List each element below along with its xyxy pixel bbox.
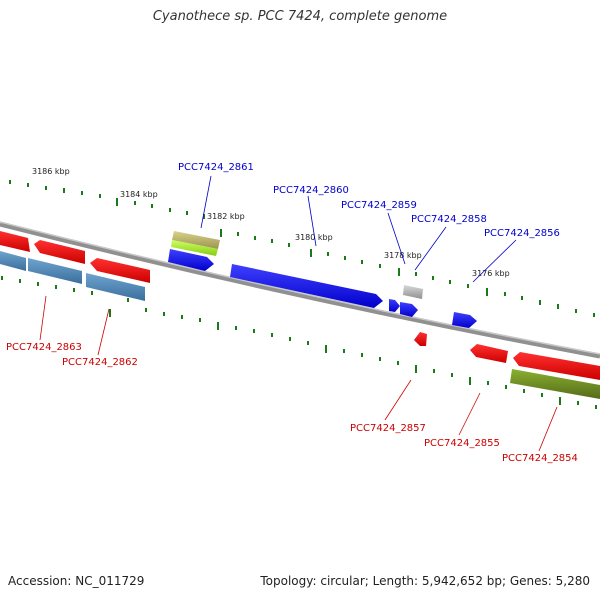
scale-label: 3182 kbp xyxy=(207,212,245,221)
reverse-strand-genes xyxy=(0,231,150,301)
scale-label: 3178 kbp xyxy=(384,251,422,260)
gene-label-2863[interactable]: PCC7424_2863 xyxy=(6,342,82,353)
gene-label-2854[interactable]: PCC7424_2854 xyxy=(502,453,578,464)
gene-arrow-blue[interactable] xyxy=(400,302,418,317)
gene-arrow-blue[interactable] xyxy=(168,249,214,271)
gene-arrow-grey[interactable] xyxy=(403,285,423,299)
inner-scale-ticks xyxy=(1,276,597,409)
gene-arrow-blue[interactable] xyxy=(452,312,477,328)
gene-arrow-lime[interactable] xyxy=(171,240,218,256)
page-title: Cyanothece sp. PCC 7424, complete genome xyxy=(152,9,448,24)
reverse-callout-lines xyxy=(39,295,558,452)
outer-scale-ticks xyxy=(9,180,595,317)
gene-label-2861[interactable]: PCC7424_2861 xyxy=(178,162,254,173)
gene-label-2858[interactable]: PCC7424_2858 xyxy=(411,214,487,225)
gene-arrow-khaki[interactable] xyxy=(172,231,220,249)
forward-callout-lines xyxy=(200,175,517,283)
gene-arrow-olive[interactable] xyxy=(510,369,600,399)
gene-arrow-red[interactable] xyxy=(513,352,600,380)
scale-labels: 3186 kbp 3184 kbp 3182 kbp 3180 kbp 3178… xyxy=(32,167,510,278)
reverse-strand-genes-right xyxy=(414,332,600,399)
gene-arrow-steel[interactable] xyxy=(0,251,26,271)
gene-arrow-steel[interactable] xyxy=(86,273,145,301)
gene-arrow-blue[interactable] xyxy=(389,299,400,312)
gene-label-2856[interactable]: PCC7424_2856 xyxy=(484,228,560,239)
genome-backbone xyxy=(0,221,600,359)
gene-arrow-blue[interactable] xyxy=(230,264,383,308)
gene-label-2860[interactable]: PCC7424_2860 xyxy=(273,185,349,196)
genome-backbone-highlight xyxy=(0,221,600,355)
gene-label-2855[interactable]: PCC7424_2855 xyxy=(424,438,500,449)
accession-text: Accession: NC_011729 xyxy=(8,574,145,588)
gene-label-2862[interactable]: PCC7424_2862 xyxy=(62,357,138,368)
gene-arrow-red[interactable] xyxy=(90,258,150,283)
gene-label-2857[interactable]: PCC7424_2857 xyxy=(350,423,426,434)
reverse-gene-labels: PCC7424_2863 PCC7424_2862 PCC7424_2857 P… xyxy=(6,342,578,464)
scale-label: 3186 kbp xyxy=(32,167,70,176)
forward-strand-genes xyxy=(168,231,477,328)
gene-arrow-red[interactable] xyxy=(34,240,85,264)
gene-arrow-red[interactable] xyxy=(0,231,30,252)
scale-label: 3180 kbp xyxy=(295,233,333,242)
forward-gene-labels: PCC7424_2861 PCC7424_2860 PCC7424_2859 P… xyxy=(178,162,560,239)
gene-label-2859[interactable]: PCC7424_2859 xyxy=(341,200,417,211)
gene-arrow-red[interactable] xyxy=(470,344,508,363)
scale-label: 3176 kbp xyxy=(472,269,510,278)
scale-label: 3184 kbp xyxy=(120,190,158,199)
genome-summary-text: Topology: circular; Length: 5,942,652 bp… xyxy=(260,574,590,588)
gene-arrow-red[interactable] xyxy=(414,332,427,346)
gene-arrow-steel[interactable] xyxy=(28,258,82,284)
